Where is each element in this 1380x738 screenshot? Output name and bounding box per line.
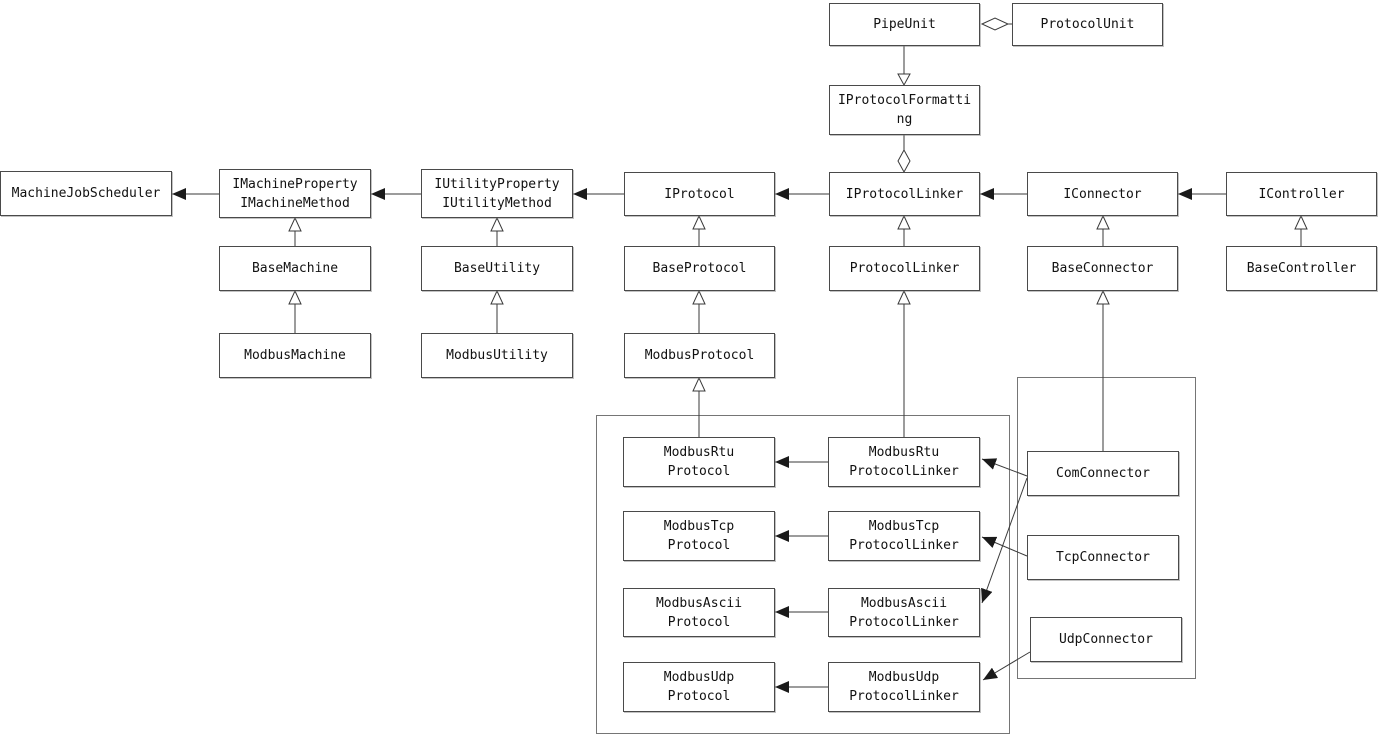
class-iutilityproperty-iutilitymethod: IUtilityProperty IUtilityMethod: [421, 169, 573, 218]
edge-comconnector-modbusrtuprotocollinker-association: [981, 458, 1028, 477]
class-modbusprotocol: ModbusProtocol: [624, 333, 775, 378]
class-baseprotocol: BaseProtocol: [624, 246, 775, 291]
class-modbusmachine: ModbusMachine: [219, 333, 371, 378]
class-modbusudpprotocol: ModbusUdp Protocol: [623, 662, 775, 712]
connector-group: [1017, 377, 1196, 679]
edge-basemachine-imachineproperty-generalization: [288, 216, 302, 246]
edge-modbusrtuprotocollinker-protocollinker-generalization: [897, 289, 911, 437]
class-modbusasciiprotocollinker: ModbusAscii ProtocolLinker: [828, 588, 980, 637]
class-modbusudpprotocollinker: ModbusUdp ProtocolLinker: [828, 662, 980, 712]
class-modbusrtuprotocol: ModbusRtu Protocol: [623, 437, 775, 487]
class-machinejobscheduler: MachineJobScheduler: [0, 171, 172, 216]
class-iconnector: IConnector: [1027, 172, 1178, 216]
class-iprotocol: IProtocol: [624, 172, 775, 216]
class-modbusutility: ModbusUtility: [421, 333, 573, 378]
class-imachineproperty-imachinemethod: IMachineProperty IMachineMethod: [219, 169, 371, 218]
class-pipeunit: PipeUnit: [829, 3, 980, 46]
edge-udpconnector-modbusudpprotocollinker-association: [982, 651, 1031, 681]
class-protocollinker: ProtocolLinker: [829, 246, 980, 291]
class-modbusasciiprotocol: ModbusAscii Protocol: [623, 588, 775, 637]
modbus-protocol-group: [596, 415, 1010, 734]
class-basemachine: BaseMachine: [219, 246, 371, 291]
class-modbusrtuprotocollinker: ModbusRtu ProtocolLinker: [828, 437, 980, 487]
edge-iprotocolformatting-iprotocollinker-aggregation: [897, 135, 911, 174]
class-baseutility: BaseUtility: [421, 246, 573, 291]
class-modbustcpprotocollinker: ModbusTcp ProtocolLinker: [828, 511, 980, 561]
edge-modbusrtuprotocol-modbusprotocol-generalization: [692, 376, 706, 437]
edge-protocollinker-iprotocollinker-generalization: [897, 214, 911, 246]
edge-comconnector-modbusasciiprotocollinker-association: [981, 477, 1028, 604]
class-tcpconnector: TcpConnector: [1027, 535, 1179, 580]
class-udpconnector: UdpConnector: [1030, 617, 1182, 662]
edge-modbusmachine-basemachine-generalization: [288, 289, 302, 333]
edge-protocolunit-pipeunit-aggregation: [980, 17, 1012, 31]
edge-baseprotocol-iprotocol-generalization: [692, 214, 706, 246]
class-iprotocollinker: IProtocolLinker: [829, 172, 980, 216]
class-icontroller: IController: [1226, 172, 1377, 216]
class-protocolunit: ProtocolUnit: [1012, 3, 1163, 46]
edge-modbusutility-baseutility-generalization: [490, 289, 504, 333]
edge-pipeunit-iprotocolformatting-generalization: [897, 46, 911, 87]
class-basecontroller: BaseController: [1226, 246, 1377, 291]
edge-baseconnector-iconnector-generalization: [1096, 214, 1110, 246]
edge-baseutility-iutilityproperty-generalization: [490, 216, 504, 246]
edge-modbusprotocol-baseprotocol-generalization: [692, 289, 706, 333]
class-modbustcpprotocol: ModbusTcp Protocol: [623, 511, 775, 561]
edge-tcpconnector-modbustcpprotocollinker-association: [981, 536, 1028, 557]
edge-comconnector-baseconnector-generalization: [1096, 289, 1110, 451]
class-comconnector: ComConnector: [1027, 451, 1179, 496]
class-baseconnector: BaseConnector: [1027, 246, 1178, 291]
edge-basecontroller-icontroller-generalization: [1294, 214, 1308, 246]
class-iprotocolformatting: IProtocolFormatti ng: [829, 85, 980, 135]
